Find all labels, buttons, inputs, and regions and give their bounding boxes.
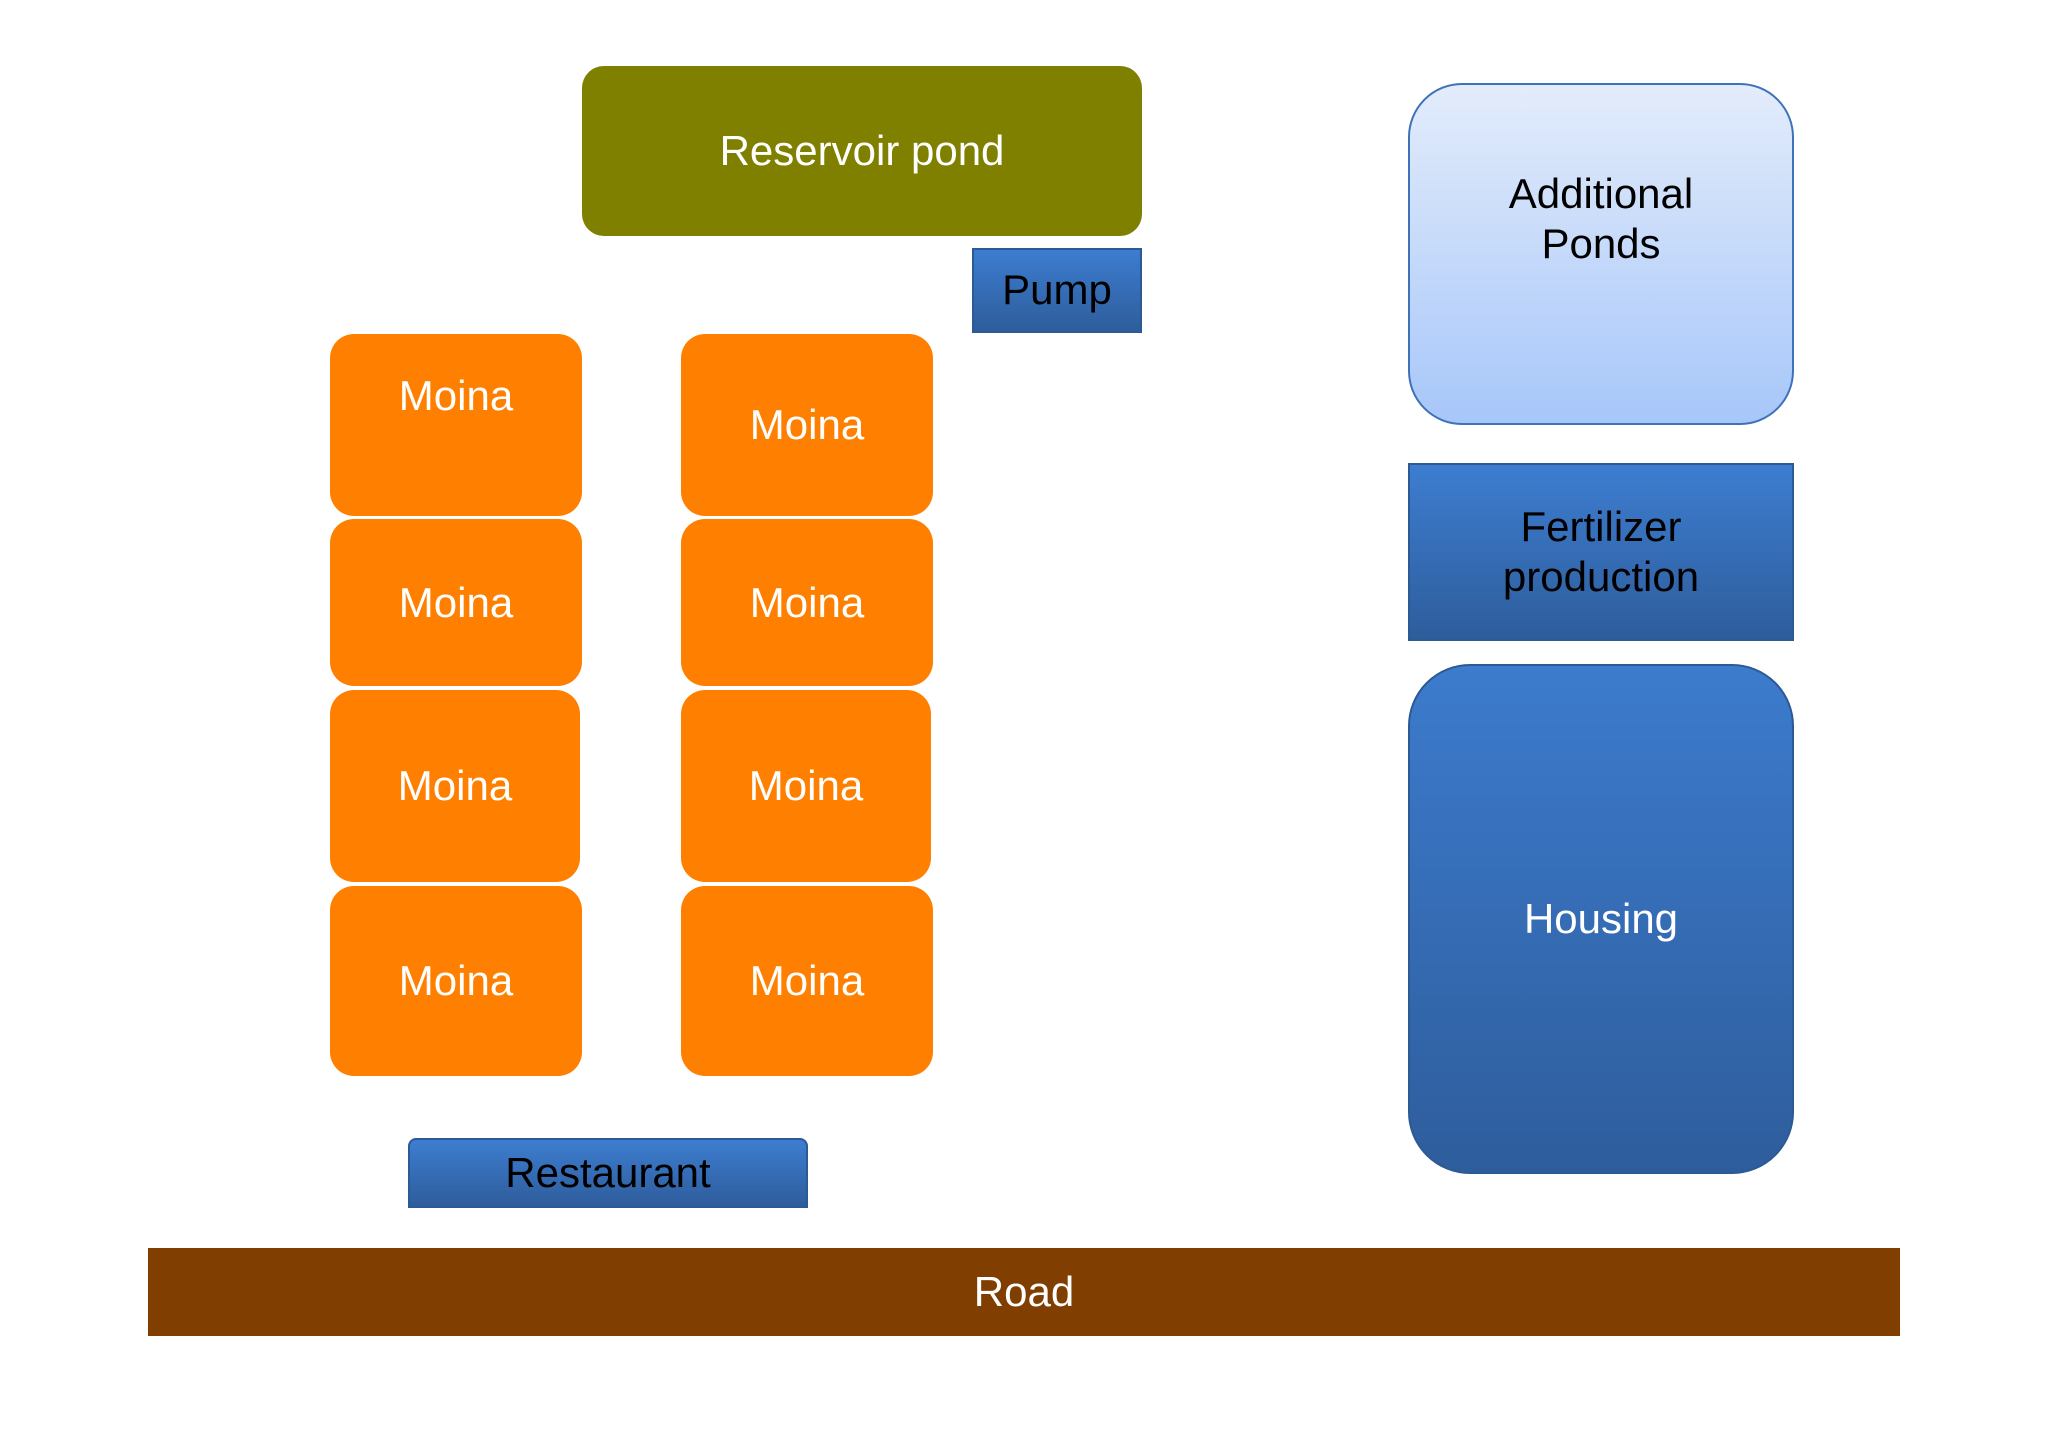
pump-label: Pump <box>1002 266 1112 314</box>
restaurant-label: Restaurant <box>505 1148 711 1196</box>
moina-pond-label: Moina <box>398 578 514 626</box>
moina-pond-label: Moina <box>398 957 514 1004</box>
moina-pond-label: Moina <box>397 762 513 809</box>
road-label: Road <box>973 1267 1075 1315</box>
fertilizer-production-label-line1: Fertilizer <box>1520 502 1682 550</box>
moina-pond-label: Moina <box>749 578 865 626</box>
moina-pond: Moina <box>681 334 933 516</box>
additional-ponds-label-line2: Ponds <box>1541 220 1661 267</box>
moina-pond: Moina <box>330 886 582 1076</box>
reservoir-pond-label: Reservoir pond <box>719 126 1005 174</box>
moina-pond-label: Moina <box>749 401 865 448</box>
moina-pond: Moina <box>681 886 933 1076</box>
fertilizer-production: Fertilizer production <box>1408 463 1794 641</box>
moina-pond: Moina <box>330 334 582 516</box>
restaurant: Restaurant <box>408 1138 808 1208</box>
additional-ponds: Additional Ponds <box>1408 83 1794 425</box>
reservoir-pond: Reservoir pond <box>582 66 1142 236</box>
housing: Housing <box>1408 664 1794 1174</box>
moina-pond: Moina <box>681 690 931 882</box>
moina-pond: Moina <box>681 519 933 686</box>
pump: Pump <box>972 248 1142 333</box>
fertilizer-production-label-line2: production <box>1502 553 1700 600</box>
moina-pond-label: Moina <box>748 762 864 809</box>
moina-pond: Moina <box>330 690 580 882</box>
moina-pond-label: Moina <box>749 957 865 1004</box>
moina-pond: Moina <box>330 519 582 686</box>
housing-label: Housing <box>1523 894 1679 942</box>
additional-ponds-label-line1: Additional <box>1508 169 1694 217</box>
road: Road <box>148 1248 1900 1336</box>
moina-pond-label: Moina <box>398 372 514 419</box>
